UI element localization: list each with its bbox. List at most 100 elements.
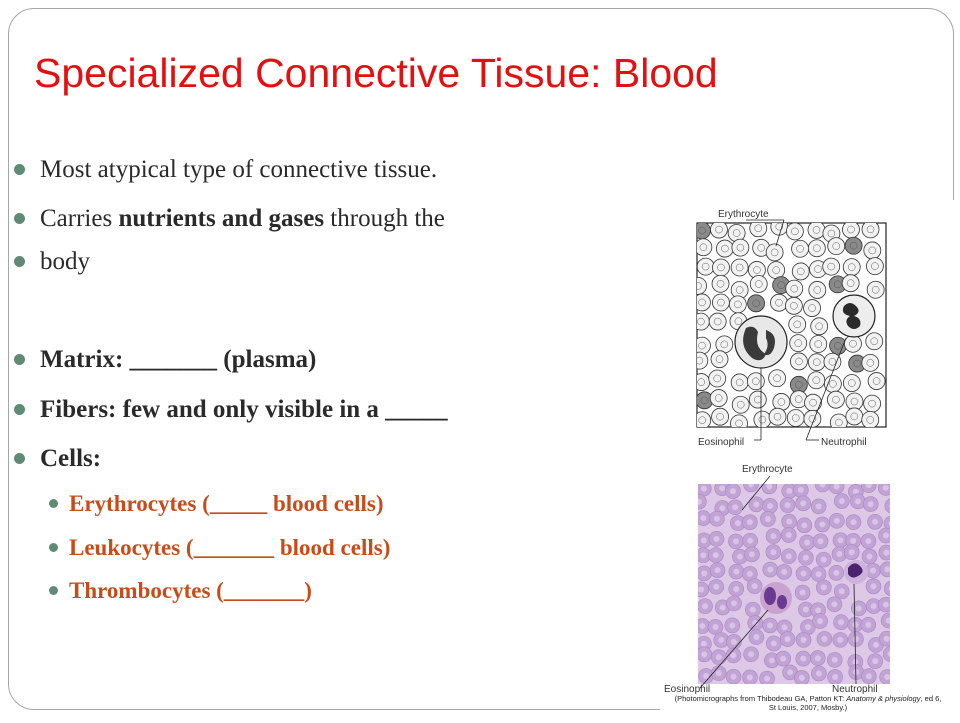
red-cell-center <box>753 266 761 274</box>
label-erythrocyte-top: Erythrocyte <box>718 209 769 220</box>
sub-bullet-erythrocytes: Erythrocytes (_____ blood cells) <box>49 484 384 524</box>
red-cell-drawing <box>697 257 715 276</box>
red-cell-center <box>814 340 823 348</box>
micro-red-cell-center <box>764 515 771 522</box>
micro-red-cell-center <box>872 518 879 525</box>
micro-red-cell-center <box>748 484 755 488</box>
red-cell-drawing <box>697 411 712 427</box>
red-cell-center <box>848 379 856 387</box>
label-eosinophil-bottom: Eosinophil <box>664 684 710 695</box>
red-cell-drawing <box>829 413 848 427</box>
micro-red-cell-center <box>786 487 793 494</box>
credit-line1-pre: (Photomicrographs from Thibodeau GA, Pat… <box>674 694 847 703</box>
red-cell-center <box>697 317 705 326</box>
micro-red-cell-center <box>852 636 859 643</box>
red-cell-center <box>866 225 875 234</box>
red-cell-drawing <box>823 374 842 393</box>
red-cell-drawing <box>810 317 829 336</box>
red-cell-center <box>697 282 702 290</box>
micro-red-cell-center <box>817 538 824 545</box>
red-cell-drawing <box>768 369 787 388</box>
red-cell-drawing <box>711 274 730 293</box>
red-cell-center <box>720 340 729 349</box>
red-cell-drawing <box>845 407 864 426</box>
red-cell-drawing <box>768 407 787 426</box>
red-cell-drawing <box>790 352 808 371</box>
micro-red-cell-center <box>837 636 844 643</box>
micro-red-cell-center <box>838 588 845 595</box>
red-cell-drawing <box>747 294 765 313</box>
red-cell-center <box>850 397 859 406</box>
red-cell-drawing <box>863 394 882 413</box>
micro-red-cell-center <box>699 623 706 630</box>
micro-red-cell-center <box>883 635 890 642</box>
micro-red-cell-center <box>714 567 721 574</box>
micro-red-cell-center <box>785 553 792 560</box>
red-cell-drawing <box>841 274 860 293</box>
red-cell-center <box>736 400 745 409</box>
micro-red-cell-center <box>852 488 859 495</box>
micro-red-cell-center <box>802 606 809 613</box>
red-cell-drawing <box>863 241 882 260</box>
label-eosinophil-top: Eosinophil <box>698 437 744 448</box>
bullet-atypical: Most atypical type of connective tissue. <box>13 148 438 192</box>
red-cell-center <box>775 298 783 307</box>
red-cell-center <box>701 262 710 271</box>
micro-red-cell-center <box>702 673 709 680</box>
red-cell-center <box>795 357 803 366</box>
micro-red-cell-center <box>887 651 890 657</box>
micro-red-cell-center <box>700 485 707 492</box>
credit-line1-post: , ed 6, <box>920 694 942 703</box>
red-cell-center <box>796 245 804 253</box>
micro-red-cell-center <box>833 569 840 576</box>
red-cell-drawing <box>730 258 749 277</box>
micro-red-cell-center <box>815 503 822 510</box>
micro-red-cell-center <box>753 634 760 641</box>
credit-line2: St Louis, 2007, Mosby.) <box>768 703 848 712</box>
micro-red-cell-center <box>718 636 725 643</box>
red-cell-center <box>794 395 803 403</box>
micro-red-cell-center <box>821 635 828 642</box>
red-cell-drawing <box>712 258 730 277</box>
micro-red-cell-center <box>764 675 771 682</box>
red-cell-center <box>721 244 729 253</box>
bullet-text-bold: Matrix: _______ (plasma) <box>40 346 317 373</box>
micro-red-cell <box>883 580 890 597</box>
micro-red-cell <box>883 515 890 532</box>
red-cell-drawing <box>709 389 728 407</box>
micro-red-cell-center <box>786 518 793 525</box>
micro-red-cell-center <box>767 622 774 629</box>
micro-red-cell-center <box>885 617 890 624</box>
red-cell-drawing <box>791 239 809 258</box>
red-cell-drawing <box>697 238 713 257</box>
red-cell-drawing <box>865 257 884 276</box>
red-cell-drawing <box>731 238 750 257</box>
label-neutrophil-bottom: Neutrophil <box>832 684 878 695</box>
red-cell-center <box>699 243 708 251</box>
red-cell-center <box>752 299 760 308</box>
micro-red-cell-center <box>770 640 777 647</box>
micro-red-cell-center <box>730 600 737 607</box>
micro-red-cell-center <box>768 657 775 664</box>
red-cell-center <box>777 398 786 406</box>
bullet-text-post: through the <box>324 205 445 232</box>
red-cell-center <box>755 280 763 288</box>
red-cell-center <box>735 378 744 387</box>
micro-red-cell-center <box>732 504 739 511</box>
micro-red-cell-center <box>800 500 807 507</box>
red-cell-drawing <box>731 395 750 414</box>
micro-red-cell <box>860 484 877 493</box>
micro-red-cell-center <box>872 658 879 665</box>
red-cell-drawing <box>697 276 707 295</box>
bullet-text: Most atypical type of connective tissue. <box>40 156 438 183</box>
red-cell-center <box>871 285 880 294</box>
red-cell-drawing <box>867 372 886 390</box>
micro-red-cell-center <box>730 673 737 680</box>
micro-red-cell-center <box>751 583 758 590</box>
red-cell-center <box>770 248 779 257</box>
red-cell-center <box>735 263 744 272</box>
micro-red-cell-center <box>719 604 726 611</box>
red-cell-center <box>715 355 724 363</box>
red-cell-center <box>808 304 816 312</box>
micro-red-cell-center <box>869 567 876 574</box>
